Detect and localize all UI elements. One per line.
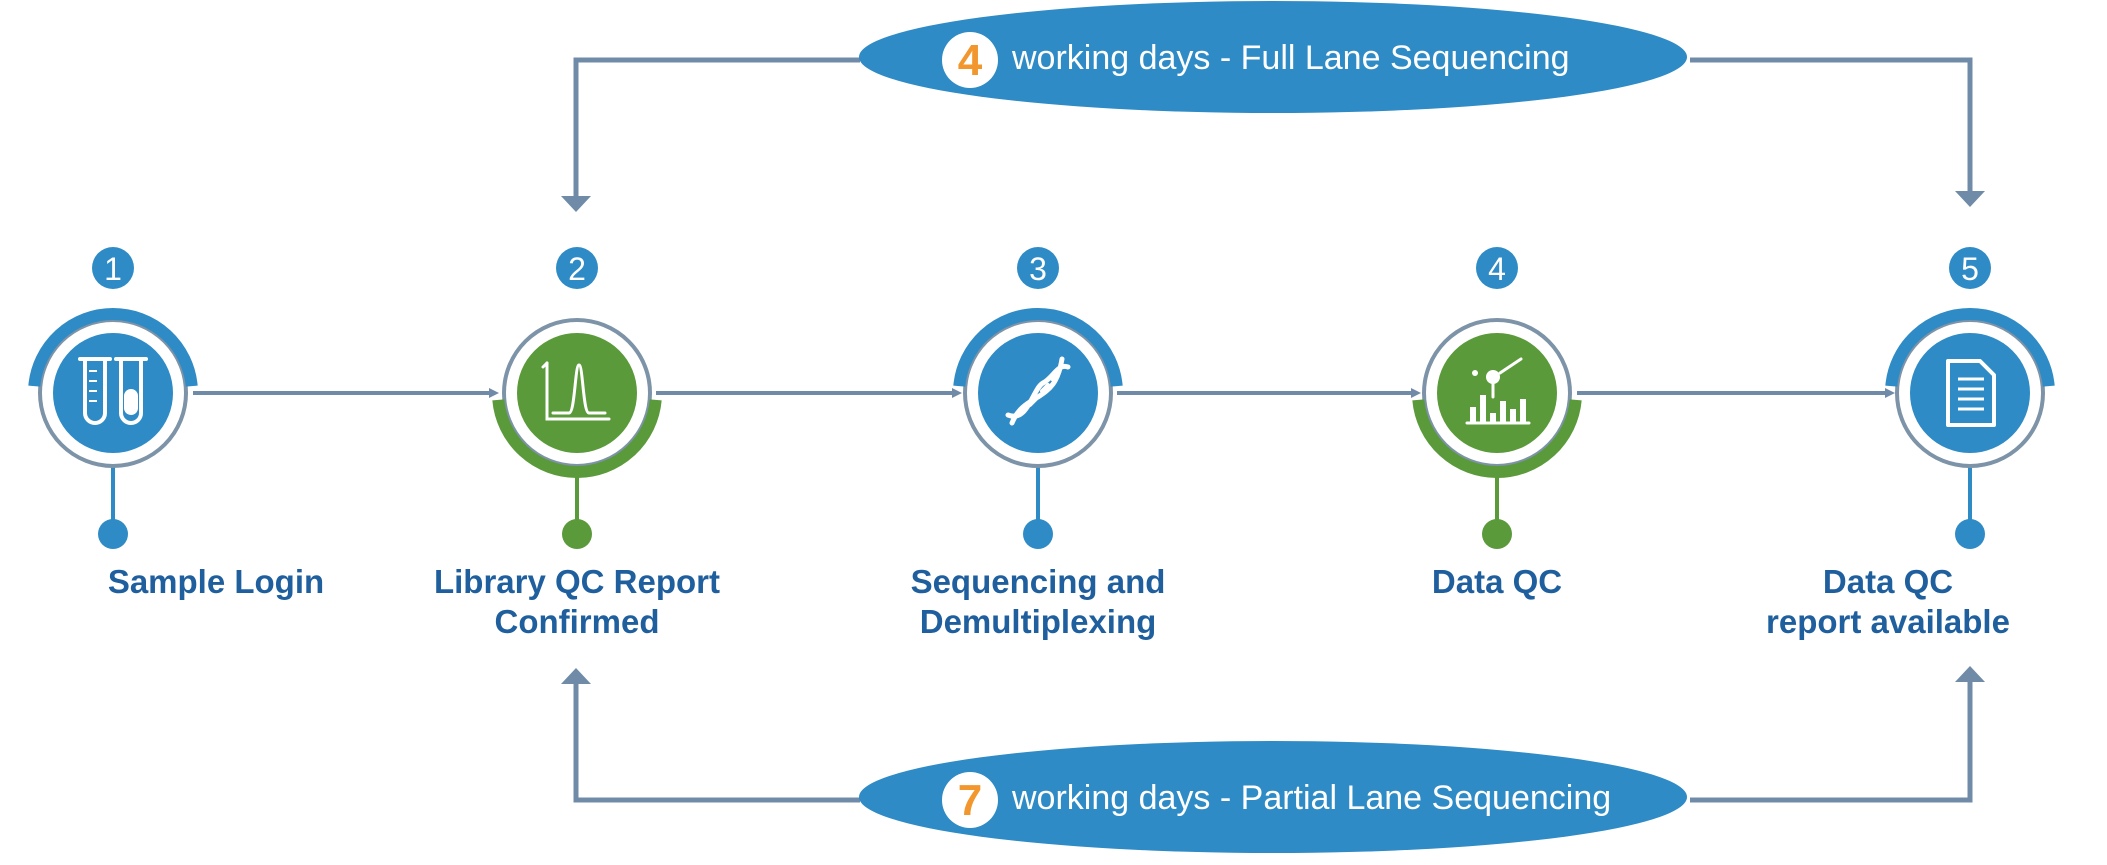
partial-lane-arrowhead-left: [561, 668, 591, 684]
step-2: 2: [492, 247, 662, 549]
step-label-line: Data QC: [1822, 563, 1954, 600]
step-label-line: Sequencing and: [910, 563, 1166, 600]
full-lane-days-badge: [942, 32, 998, 88]
step-label-line: Confirmed: [494, 603, 660, 640]
peak-chart-icon: [541, 361, 611, 421]
partial-lane-days: 7: [958, 776, 982, 825]
step-number: 3: [1029, 251, 1047, 287]
full-lane-arrow-left: [573, 57, 860, 198]
full-lane-text: working days - Full Lane Sequencing: [1011, 39, 1570, 77]
step-number-badge: [92, 247, 134, 289]
step-number-badge: [556, 247, 598, 289]
full-lane-days: 4: [958, 36, 983, 85]
step-number-badge: [1949, 247, 1991, 289]
step-3: 3: [953, 247, 1123, 549]
step-disc: [1910, 333, 2030, 453]
full-lane-arrow-right: [1690, 57, 1973, 193]
step-label-4: Data QC: [1287, 562, 1707, 602]
test-tubes-icon: [78, 357, 148, 425]
step-accent-arc: [1412, 399, 1582, 479]
full-lane-banner: 4 working days - Full Lane Sequencing: [859, 1, 1687, 113]
step-accent-arc: [1885, 307, 2055, 387]
step-number: 2: [568, 251, 586, 287]
step-disc: [517, 333, 637, 453]
dna-icon: [1005, 356, 1071, 426]
step-label-line: report available: [1766, 603, 2010, 640]
partial-lane-text: working days - Partial Lane Sequencing: [1011, 779, 1611, 817]
step-number-badge: [1017, 247, 1059, 289]
data-chart-icon: [1465, 357, 1531, 425]
step-accent-arc: [953, 308, 1123, 387]
step-accent-arc: [28, 308, 198, 387]
document-icon: [1946, 359, 1996, 427]
step-disc: [53, 333, 173, 453]
step-pin: [1482, 519, 1512, 549]
full-lane-arrowhead-right: [1955, 191, 1985, 207]
step-label-1: Sample Login: [6, 562, 426, 602]
step-5: 5: [1885, 247, 2055, 549]
step-1: 1: [28, 247, 198, 549]
step-label-line: Library QC Report: [433, 563, 721, 600]
step-number: 1: [104, 251, 122, 287]
step-label-line: Sample Login: [107, 563, 325, 600]
partial-lane-banner: 7 working days - Partial Lane Sequencing: [859, 741, 1687, 853]
step-accent-arc: [492, 399, 662, 478]
step-label-line: Data QC: [1431, 563, 1563, 600]
step-number: 4: [1488, 251, 1506, 287]
step-4: 4: [1412, 247, 1582, 549]
full-lane-arrowhead-left: [561, 196, 591, 212]
full-lane-connector: [573, 57, 1973, 198]
partial-lane-arrow-right: [1690, 680, 1973, 803]
step-number-badge: [1476, 247, 1518, 289]
step-pin: [1023, 519, 1053, 549]
step-pin: [562, 519, 592, 549]
partial-lane-arrow-left: [573, 682, 860, 803]
partial-lane-days-badge: [942, 772, 998, 828]
partial-lane-connector: [573, 680, 1973, 803]
steps-layer: 1 2 3 4 5: [28, 247, 2055, 549]
partial-lane-arrowhead-right: [1955, 666, 1985, 682]
step-disc: [1437, 333, 1557, 453]
step-pin: [1955, 519, 1985, 549]
step-label-line: Demultiplexing: [919, 603, 1157, 640]
step-pin: [98, 519, 128, 549]
step-number: 5: [1961, 251, 1979, 287]
